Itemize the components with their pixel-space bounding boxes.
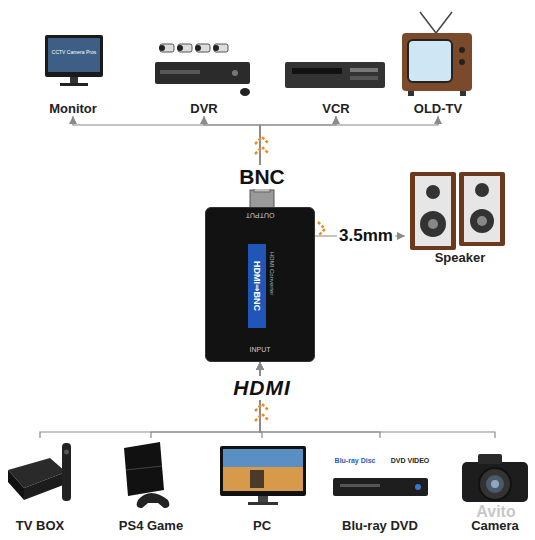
device-label: TV BOX	[0, 518, 90, 533]
model-band: HDMI⇒BNC	[248, 244, 266, 328]
device-label: Monitor	[28, 101, 118, 116]
device-label: PS4 Game	[100, 518, 202, 533]
ps4-node: PS4 Game	[110, 438, 192, 533]
pc-node: PC	[215, 438, 309, 533]
connector	[260, 116, 336, 207]
old-tv-illustration	[402, 12, 472, 96]
device-label: VCR	[270, 101, 402, 116]
device-label: Camera	[445, 518, 535, 533]
edge-label: 3.5mm	[337, 226, 395, 246]
vcr-node: VCR	[280, 28, 392, 116]
model-subtitle: HDMI Converter	[269, 252, 275, 295]
camera-illustration	[462, 454, 528, 502]
ps4-illustration	[124, 442, 169, 508]
logo-text: Blu-ray Disc	[335, 457, 376, 464]
speaker-node: Speaker	[405, 165, 515, 265]
port-label: OUTPUT	[206, 212, 314, 219]
connector	[40, 362, 260, 438]
watermark: Avito	[476, 503, 515, 521]
dvr-illustration	[155, 44, 250, 96]
bluray-illustration	[333, 478, 428, 496]
bnc-connector	[250, 186, 274, 208]
dvr-node: DVR	[150, 28, 258, 116]
connector	[260, 116, 438, 207]
device-label: Speaker	[395, 250, 525, 265]
device-label: PC	[205, 518, 319, 533]
vcr-illustration	[285, 62, 385, 88]
port-label: INPUT	[206, 346, 314, 353]
device-label: OLD-TV	[388, 101, 488, 116]
screen-text: CCTV Camera Pros	[52, 49, 96, 55]
connector	[151, 362, 260, 438]
port-name: HDMI	[230, 376, 294, 400]
port-name: BNC	[236, 165, 288, 189]
device-label: Blu-ray DVD	[316, 518, 444, 533]
tv-box-node: TV BOX	[0, 438, 80, 533]
speaker-illustration	[410, 172, 505, 250]
logo-text: DVD VIDEO	[391, 457, 430, 464]
tv-box-illustration	[8, 443, 71, 501]
bluray-node: Blu-ray DVD	[326, 438, 434, 533]
connector	[73, 116, 260, 207]
connector	[260, 362, 380, 438]
monitor-node: Monitor	[38, 28, 108, 116]
device-label: DVR	[140, 101, 268, 116]
pc-illustration	[220, 446, 306, 505]
connector	[204, 116, 260, 207]
converter-box: OUTPUT HDMI⇒BNCHDMI ConverterINPUT	[205, 207, 315, 362]
old-tv-node: OLD-TV	[398, 8, 478, 116]
connector	[260, 362, 495, 438]
monitor-illustration	[45, 35, 103, 86]
